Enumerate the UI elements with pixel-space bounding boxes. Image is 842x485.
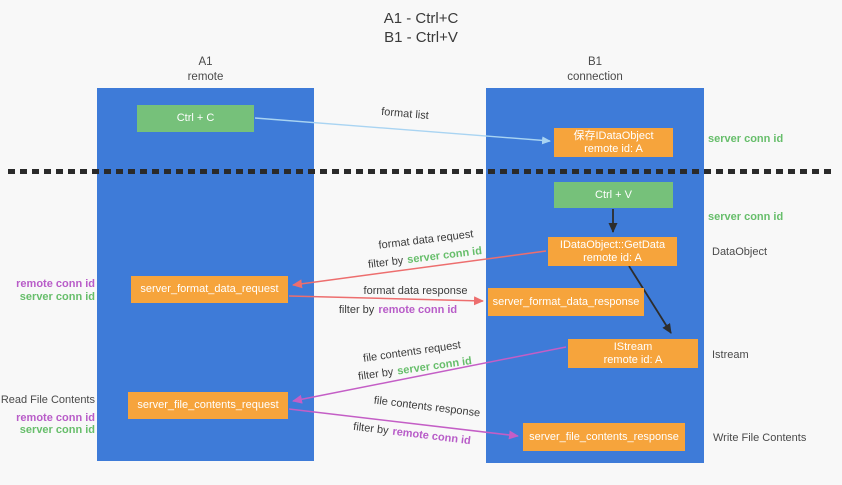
lane-a1-header: A1 remote: [97, 55, 314, 85]
lane-a1-role: remote: [187, 71, 224, 83]
format-data-response-label: format data response: [363, 285, 468, 297]
filter-by-text: filter by: [338, 304, 375, 316]
node-server-file-contents-response: server_file_contents_response: [523, 423, 685, 451]
ctrl-v-label: Ctrl + V: [595, 188, 632, 201]
format-list-arrow: [254, 117, 551, 145]
node-server-format-data-request: server_format_data_request: [131, 276, 288, 303]
getdata-to-istream-arrow: [628, 265, 672, 334]
read-file-contents-annotation: Read File Contents: [0, 394, 95, 406]
node-save-idataobject: 保存IDataObject remote id: A: [554, 128, 673, 157]
server-format-data-request-label: server_format_data_request: [140, 283, 279, 295]
format-data-request-arrow: [292, 250, 547, 289]
dotted-separator-line: [8, 169, 836, 174]
file-contents-request-arrow: [292, 346, 567, 404]
istream-annotation: Istream: [712, 349, 749, 361]
ctrl-c-label: Ctrl + C: [176, 112, 215, 124]
server-conn-id-annotation-top: server conn id: [708, 133, 784, 145]
node-istream: IStream remote id: A: [568, 339, 698, 368]
node-ctrl-v: Ctrl + V: [554, 182, 673, 208]
istream-line2: remote id: A: [603, 353, 663, 366]
remote-conn-id-text: remote conn id: [378, 304, 458, 316]
idataobject-getdata-line1: IDataObject::GetData: [559, 238, 666, 251]
lane-b1-role: connection: [567, 71, 623, 83]
format-data-response-arrow: [288, 295, 484, 306]
node-idataobject-getdata: IDataObject::GetData remote id: A: [548, 237, 677, 266]
lane-b1-header: B1 connection: [486, 55, 704, 85]
save-idataobject-line1: 保存IDataObject: [573, 129, 654, 142]
title-line-2: B1 - Ctrl+V: [384, 29, 458, 46]
server-conn-id-annotation-lower: server conn id: [19, 424, 95, 436]
server-file-contents-request-label: server_file_contents_request: [137, 399, 279, 411]
server-conn-id-annotation-mid: server conn id: [708, 211, 784, 223]
lane-a1-id: A1: [198, 56, 213, 68]
dataobject-annotation: DataObject: [712, 246, 768, 258]
file-contents-response-arrow: [288, 408, 519, 440]
server-conn-id-annotation-upper: server conn id: [19, 290, 95, 303]
lane-b1-id: B1: [587, 56, 603, 68]
left-conn-id-stack-upper: remote conn id server conn id: [0, 278, 95, 303]
diagram-title: A1 - Ctrl+C B1 - Ctrl+V: [0, 9, 842, 47]
remote-conn-id-annotation-upper: remote conn id: [16, 278, 95, 290]
node-server-format-data-response: server_format_data_response: [488, 288, 644, 316]
write-file-contents-annotation: Write File Contents: [713, 432, 807, 444]
title-line-1: A1 - Ctrl+C: [383, 10, 459, 27]
server-format-data-response-label: server_format_data_response: [492, 295, 640, 308]
node-ctrl-c: Ctrl + C: [137, 105, 254, 132]
save-idataobject-line2: remote id: A: [584, 142, 643, 155]
istream-line1: IStream: [613, 340, 653, 353]
idataobject-getdata-line2: remote id: A: [583, 251, 642, 264]
left-conn-id-stack-lower: Read File Contents remote conn id server…: [0, 394, 95, 437]
server-file-contents-response-label: server_file_contents_response: [529, 430, 679, 443]
remote-conn-id-annotation-lower: remote conn id: [16, 411, 95, 424]
node-server-file-contents-request: server_file_contents_request: [128, 392, 288, 419]
